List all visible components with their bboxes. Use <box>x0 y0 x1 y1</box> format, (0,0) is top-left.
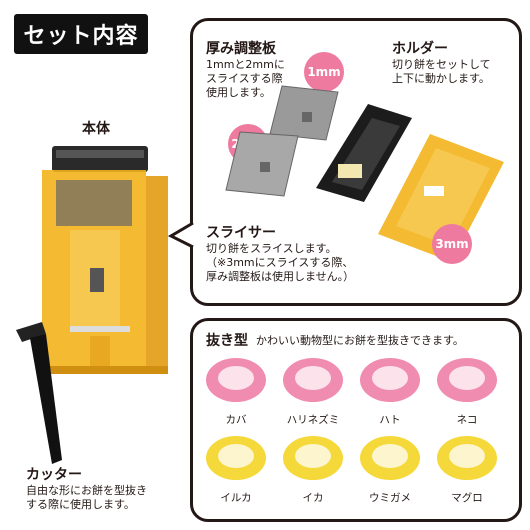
cutter-shape-icon <box>360 436 420 480</box>
cutter-item: ハト <box>354 354 426 428</box>
cutter-item-label: ウミガメ <box>369 492 411 504</box>
cutter-item: マグロ <box>431 432 503 506</box>
cutter-desc-1: 自由な形にお餅を型抜き <box>26 484 147 497</box>
cutter-item-label: ハリネズミ <box>286 414 340 426</box>
cutter-shape-icon <box>437 358 497 402</box>
cutter-item: イカ <box>277 432 349 506</box>
cutter-shape-icon <box>360 358 420 402</box>
cutter-item-label: イルカ <box>220 492 252 504</box>
cutter-item-label: カバ <box>225 414 247 426</box>
cutter-item: ウミガメ <box>354 432 426 506</box>
thickness-plate-desc-2: スライスする際 <box>206 72 283 85</box>
cutter-item: イルカ <box>200 432 272 506</box>
slicer-label: スライサー <box>206 225 276 241</box>
cutter-illustration <box>16 322 62 464</box>
thickness-plates-illustration <box>225 85 339 197</box>
thickness-plate-desc-3: 使用します。 <box>206 86 271 99</box>
bubble-tail <box>168 221 194 249</box>
cutters-desc: かわいい動物型にお餅を型抜きできます。 <box>256 334 464 347</box>
cutter-label: カッター <box>26 467 82 483</box>
main-body-illustration <box>42 146 168 374</box>
badge-3mm: 3mm <box>432 224 472 264</box>
cutter-item-label: マグロ <box>451 492 483 504</box>
slicer-illustration <box>378 134 504 262</box>
cutters-bubble <box>190 318 522 522</box>
cutter-item: ネコ <box>431 354 503 428</box>
holder-illustration <box>316 104 412 202</box>
page-title: セット内容 <box>14 14 148 54</box>
cutter-shape-icon <box>283 436 343 480</box>
cutter-shape-icon <box>283 358 343 402</box>
slicer-desc-1: 切り餅をスライスします。 <box>206 242 337 255</box>
cutter-item: ハリネズミ <box>277 354 349 428</box>
cutter-shape-icon <box>206 358 266 402</box>
holder-desc-1: 切り餅をセットして <box>392 58 491 71</box>
cutter-item-label: イカ <box>302 492 324 504</box>
cutter-item-label: ネコ <box>456 414 478 426</box>
cutter-item-label: ハト <box>379 414 401 426</box>
cutter-grid: カバ ハリネズミ ハト ネコイルカ イカ ウミガメ マグロ <box>200 354 508 514</box>
badge-1mm: 1mm <box>304 52 344 92</box>
holder-desc-2: 上下に動かします。 <box>392 72 490 85</box>
cutter-item: カバ <box>200 354 272 428</box>
slicer-desc-3: 厚み調整板は使用しません。） <box>206 270 355 283</box>
cutter-shape-icon <box>206 436 266 480</box>
thickness-plate-desc-1: 1mmと2mmに <box>206 58 285 71</box>
holder-label: ホルダー <box>392 41 448 57</box>
thickness-plate-label: 厚み調整板 <box>206 41 276 57</box>
slicer-desc-2: （※3mmにスライスする際、 <box>206 256 354 269</box>
cutters-label: 抜き型 <box>206 333 248 349</box>
main-body-label: 本体 <box>82 121 110 137</box>
cutter-desc-2: する際に使用します。 <box>26 498 135 511</box>
cutter-shape-icon <box>437 436 497 480</box>
